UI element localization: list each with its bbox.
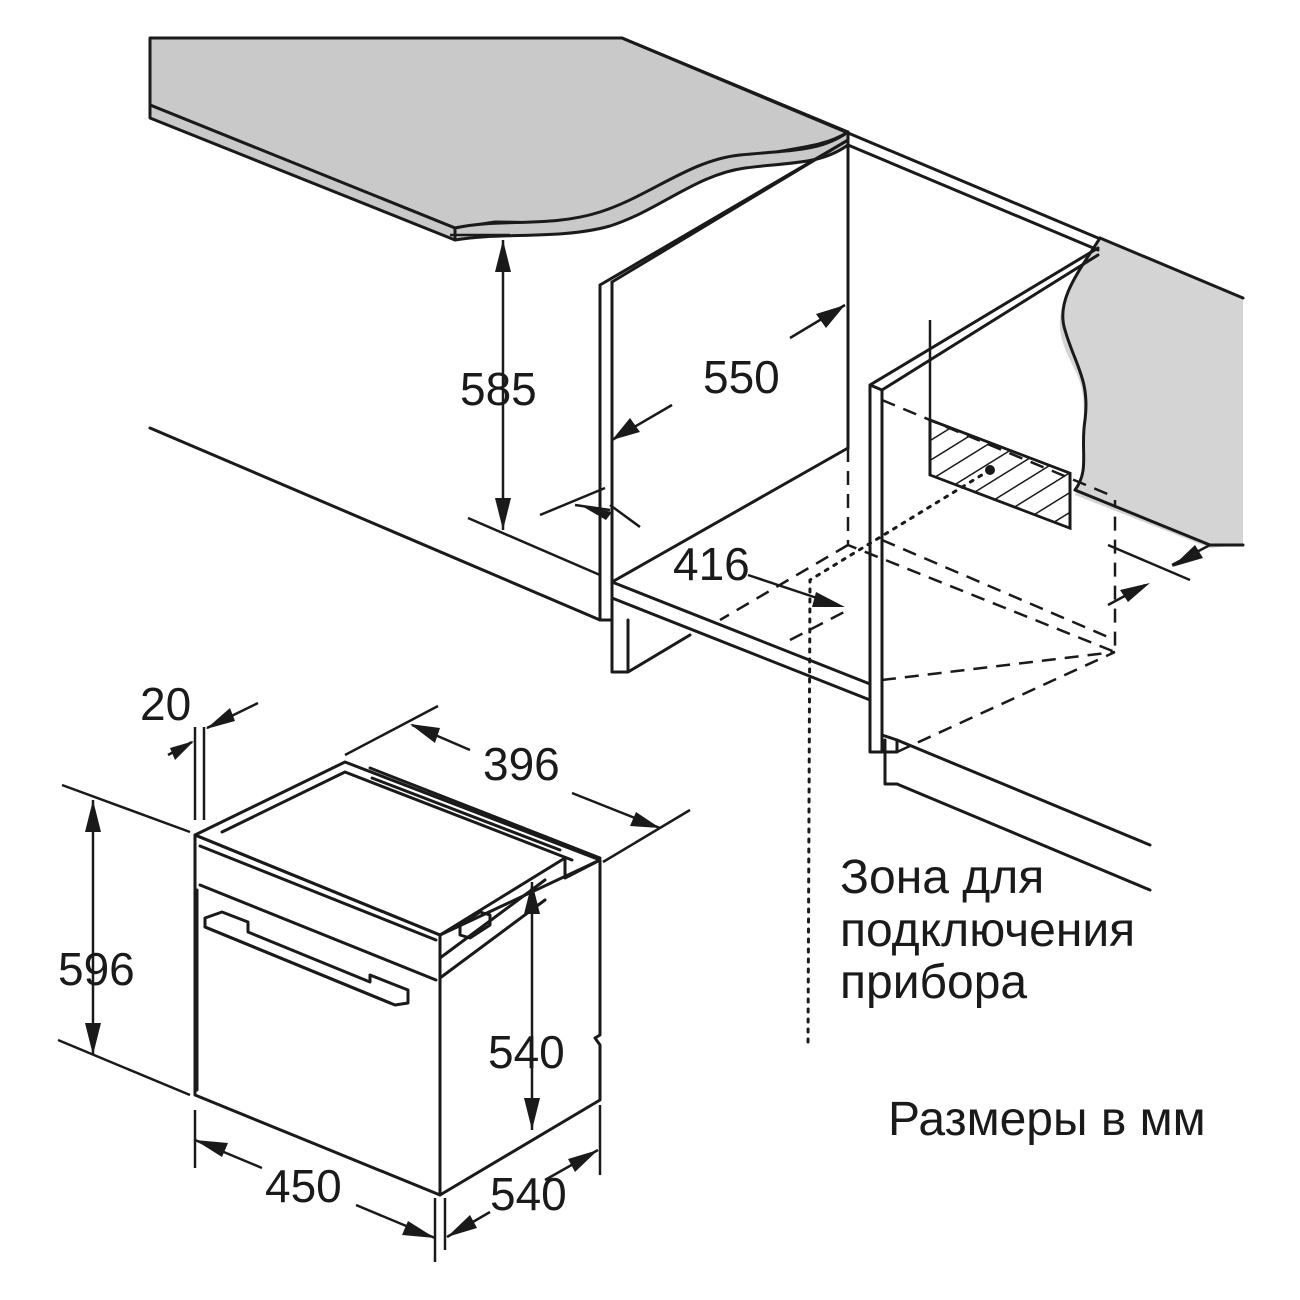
- dim-niche-width: 416: [673, 538, 750, 590]
- dim-appliance-height: 596: [58, 943, 135, 995]
- dim-niche-depth: 550: [703, 351, 780, 403]
- dim-front-overhang: 20: [140, 678, 191, 730]
- oven-front: [193, 833, 442, 1197]
- connection-zone-label-line1: Зона для: [840, 851, 1044, 904]
- oven-side: [438, 858, 602, 1197]
- back-wall: [1059, 238, 1243, 548]
- installation-niche: [148, 36, 1245, 1047]
- niche-bottom-shelf: [610, 446, 872, 702]
- connection-zone-label-line3: прибора: [840, 956, 1027, 1009]
- appliance-oven: [57, 701, 691, 1262]
- dim-inner-height: 540: [488, 1026, 565, 1078]
- units-note: Размеры в мм: [888, 1093, 1206, 1146]
- niche-right-panel: [868, 246, 1100, 754]
- dim-appliance-width: 450: [265, 1160, 342, 1212]
- oven-handle: [203, 910, 410, 1007]
- connection-zone-label-line2: подключения: [840, 904, 1135, 957]
- dim-body-width: 396: [483, 738, 560, 790]
- dim-appliance-depth: 540: [490, 1168, 567, 1220]
- connection-zone-box: [928, 417, 1072, 531]
- dim-niche-height: 585: [460, 363, 537, 415]
